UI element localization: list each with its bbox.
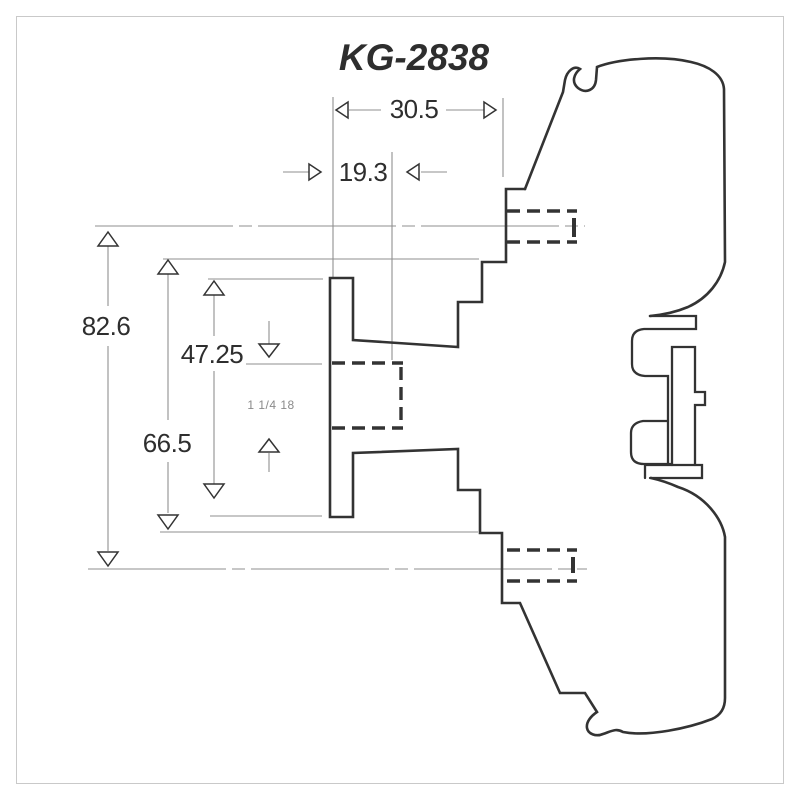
arrow-up-icon	[202, 279, 226, 296]
arrow-right-icon	[308, 162, 323, 182]
labels: KG-2838 30.5 19.3 82.6 47.25 66.5 1 1/4 …	[82, 37, 490, 458]
arrow-down-icon	[257, 343, 281, 359]
dimension-arrowheads	[96, 100, 498, 568]
arrow-up-icon	[156, 258, 180, 275]
arrow-down-icon	[202, 483, 226, 500]
part-body-left-profile	[328, 187, 727, 737]
hidden-lines	[332, 209, 577, 583]
clip-lower-hook	[629, 419, 674, 466]
extension-lines	[88, 97, 587, 570]
dim-label-outer-height: 82.6	[82, 311, 131, 341]
part-body-top-profile	[523, 57, 727, 318]
dim-label-flange-height: 47.25	[181, 339, 244, 369]
thread-callout-label: 1 1/4 18	[247, 398, 294, 412]
part-number-title: KG-2838	[339, 37, 490, 78]
arrow-left-icon	[405, 162, 420, 182]
arrow-left-icon	[334, 100, 349, 120]
arrow-down-icon	[156, 514, 180, 531]
arrow-up-icon	[96, 230, 120, 247]
clip-upper-hook	[630, 314, 698, 466]
part-outline	[328, 57, 727, 737]
sheet-border	[16, 16, 784, 784]
dim-label-hole-depth: 19.3	[339, 157, 388, 187]
dim-label-inner-height: 66.5	[143, 428, 192, 458]
arrow-up-icon	[257, 437, 281, 453]
arrow-right-icon	[483, 100, 498, 120]
arrow-down-icon	[96, 551, 120, 568]
dim-label-overall-width: 30.5	[390, 94, 439, 124]
clip-base-bar	[643, 463, 704, 480]
rail-section	[670, 345, 707, 467]
stud-end-bars	[571, 218, 576, 573]
